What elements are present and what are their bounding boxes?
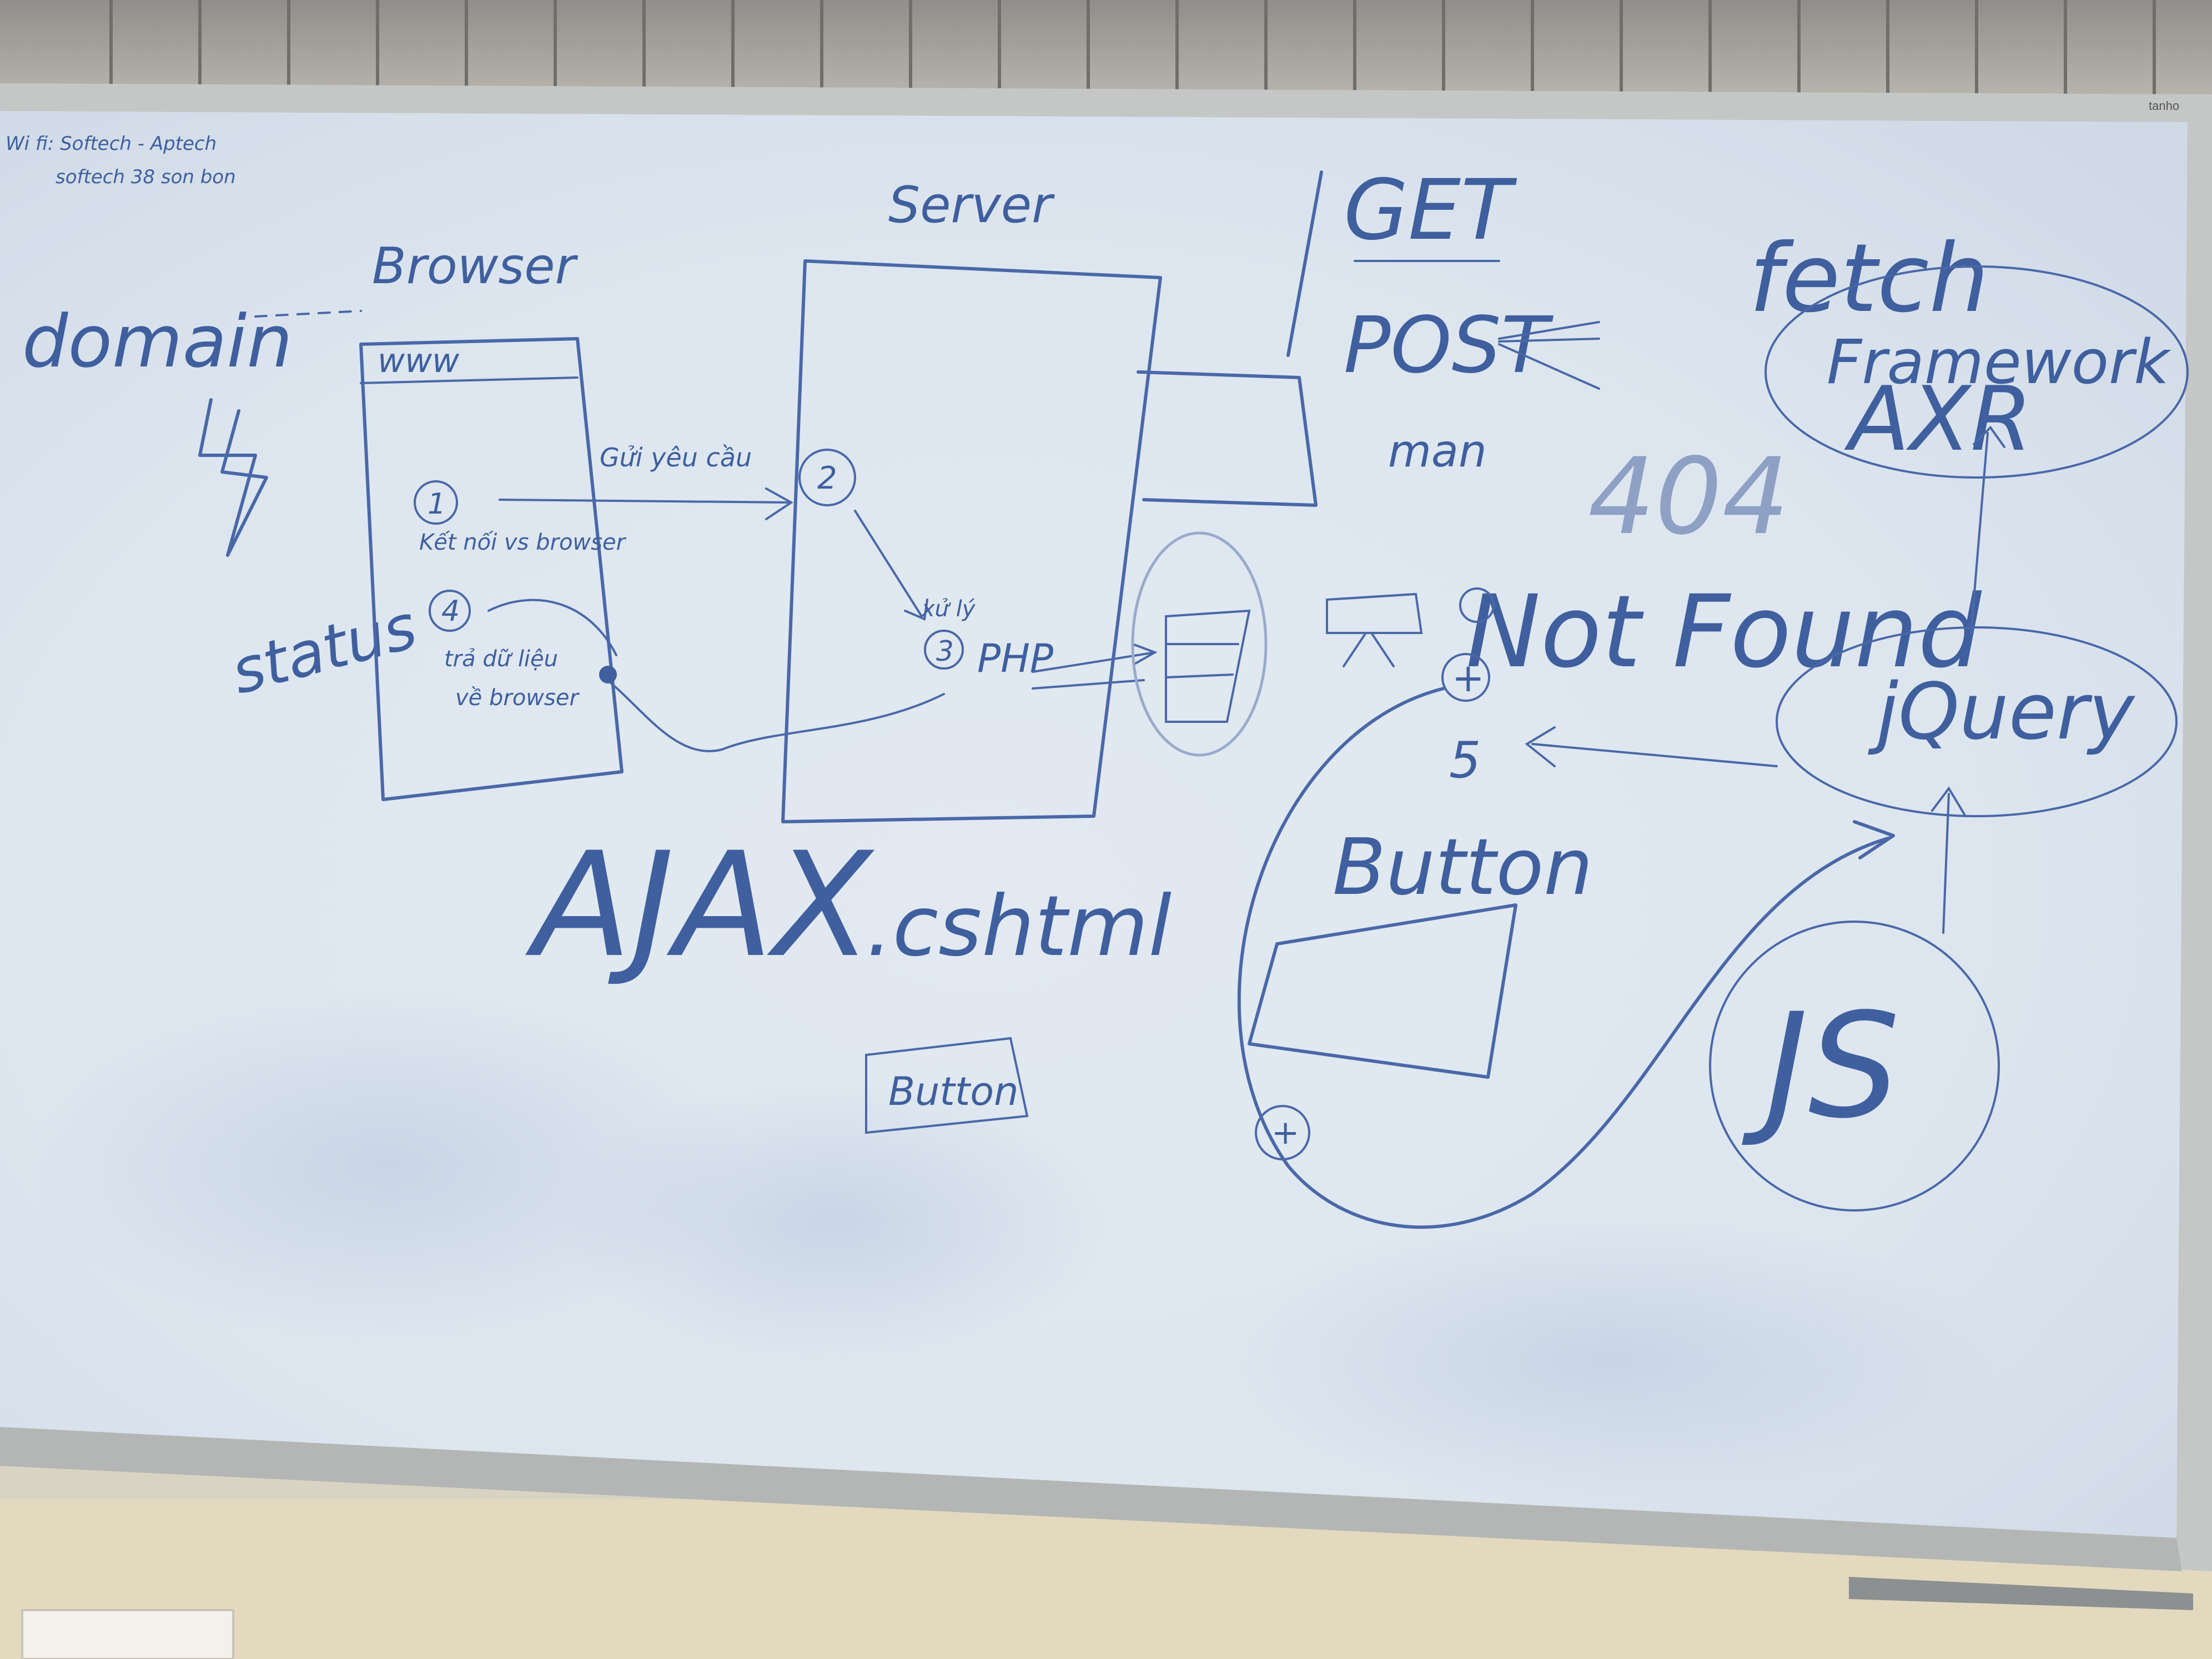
wall-top (0, 0, 2212, 100)
board-brand: tanho (2149, 99, 2179, 113)
label-domain: domain (22, 299, 293, 384)
label-button-big: Button (1333, 822, 1593, 913)
board-tray (0, 1427, 2182, 1571)
request-arrow (499, 487, 793, 520)
label-ajax: AJAX (524, 822, 874, 989)
label-framework: Framework (1827, 326, 2171, 398)
power-socket (21, 1609, 234, 1659)
flow-loop-curve (1237, 687, 1895, 1229)
label-browser: Browser (372, 237, 579, 295)
button-box-small (865, 1037, 1029, 1134)
step1-circle (414, 480, 458, 525)
plus-circle (1441, 653, 1490, 702)
label-man: man (1388, 425, 1487, 477)
click-point (1255, 1105, 1310, 1160)
button-box-big (1248, 903, 1517, 1079)
database-shadow (1131, 531, 1268, 757)
erased-smudge (555, 1077, 1110, 1366)
step3-text: xử lý (921, 596, 976, 622)
browser-tab-bar (360, 376, 579, 384)
step4-text-1: trả dữ liệu (444, 646, 558, 672)
browser-window (359, 337, 624, 801)
plus-circle-small (1459, 587, 1495, 623)
label-post: POST (1344, 300, 1554, 391)
jquery-down-arrow (1931, 786, 1967, 934)
label-php: PHP (977, 636, 1054, 681)
js-oval (1709, 921, 2000, 1211)
label-axr: AXR (1844, 367, 2032, 471)
label-www: www (378, 341, 460, 380)
click-plus: + (1271, 1113, 1299, 1152)
marker-tray-end (1849, 1577, 2193, 1610)
step5-number: 5 (1449, 731, 1481, 790)
wall-panels (109, 0, 2156, 94)
step4-number: 4 (441, 595, 460, 628)
return-arrow (487, 599, 617, 656)
server-side-box (1137, 370, 1318, 507)
label-not-found: Not Found (1466, 574, 1982, 690)
response-curve (610, 682, 945, 752)
lightning-icon (198, 398, 268, 557)
label-js: JS (1741, 983, 1899, 1150)
jquery-to-axr-arrow (1970, 425, 2005, 634)
database-icon (1165, 609, 1251, 723)
step1-number: 1 (428, 487, 446, 521)
dashed-connector (254, 310, 362, 318)
step1-text: Kết nối vs browser (419, 530, 627, 555)
label-button-small: Button (888, 1069, 1018, 1114)
label-get: GET (1344, 162, 1517, 259)
step4-circle (429, 590, 471, 632)
db-arrow (1032, 643, 1158, 673)
divider-line (1286, 170, 1323, 357)
label-404: 404 (1588, 435, 1789, 558)
request-text: Gửi yêu cầu (600, 443, 752, 472)
label-cshtml: .cshtml (866, 878, 1172, 975)
post-arrows (1498, 321, 1600, 390)
server-box (781, 259, 1162, 823)
browser-connector-dot (599, 666, 617, 683)
label-server: Server (888, 176, 1055, 234)
step4-text-2: về browser (455, 685, 580, 711)
step2-circle (798, 449, 856, 506)
step2-number: 2 (817, 460, 837, 496)
jquery-to-result-arrow (1525, 726, 1778, 767)
step3-number: 3 (936, 635, 954, 667)
label-jquery: jQuery (1868, 667, 2136, 757)
jquery-oval (1776, 626, 2178, 817)
loading-icon (1326, 592, 1423, 667)
db-arrow-back (1032, 679, 1145, 690)
corner-note-line2: softech 38 son bon (56, 166, 236, 188)
framework-oval (1764, 265, 2189, 479)
plus-sign: + (1452, 655, 1485, 701)
process-arrow (854, 510, 928, 621)
corner-note-line1: Wi fi: Softech - Aptech (6, 133, 217, 155)
label-fetch: fetch (1749, 224, 1989, 334)
erased-smudge (1221, 1216, 1999, 1505)
step3-circle (924, 630, 964, 670)
